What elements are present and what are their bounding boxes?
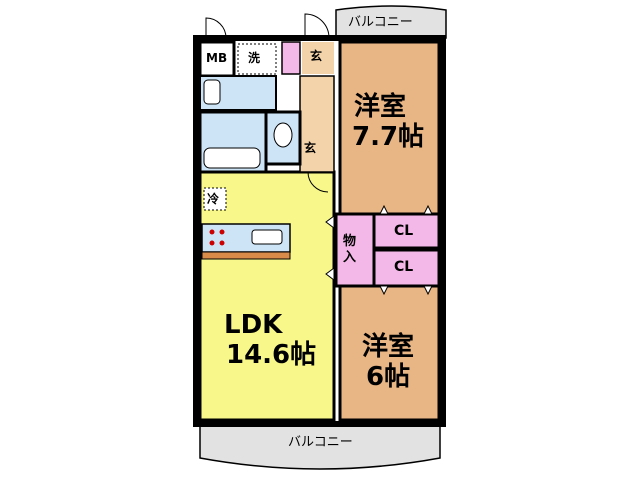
- ldk-name: LDK: [224, 310, 283, 340]
- stove-burner: [209, 240, 215, 246]
- western-room-bottom-name: 洋室: [362, 332, 415, 362]
- stove-burner: [209, 229, 215, 235]
- door-mark: [423, 204, 433, 215]
- kitchen-bar: [201, 251, 291, 260]
- room-ldk: [198, 170, 336, 422]
- door-swing-toilet: [205, 17, 227, 39]
- shoe-box: [281, 41, 301, 75]
- door-mark: [379, 204, 389, 215]
- door-mark: [379, 285, 389, 296]
- room-western-top: [338, 40, 441, 216]
- western-room-top-size: 7.7帖: [352, 122, 425, 152]
- bathtub: [203, 147, 261, 169]
- closet-bottom: [372, 248, 441, 288]
- western-room-bottom-size: 6帖: [366, 362, 411, 392]
- balcony-bottom: [199, 423, 441, 470]
- closet-top-label: CL: [394, 223, 414, 239]
- stove-burner: [219, 229, 225, 235]
- washer-label: 洗: [248, 51, 261, 65]
- entrance-label-side: 玄: [304, 141, 317, 155]
- balcony-bottom-label: バルコニー: [288, 435, 353, 450]
- mb-label: MB: [206, 51, 228, 65]
- sink: [203, 79, 221, 105]
- mb-closet: [198, 40, 236, 78]
- room-western-bottom: [338, 284, 441, 422]
- fridge-label: 冷: [207, 192, 220, 206]
- door-mark: [423, 285, 433, 296]
- balcony-top: [335, 5, 447, 39]
- toilet-room: [264, 110, 302, 166]
- washer-area: [237, 43, 277, 75]
- toilet-bowl: [273, 122, 293, 148]
- balcony-top-label: バルコニー: [348, 15, 413, 30]
- closet-bottom-label: CL: [394, 259, 414, 275]
- door-mark: [325, 215, 335, 229]
- western-room-top-name: 洋室: [354, 92, 407, 122]
- closet-top: [372, 212, 441, 250]
- stove-burner: [219, 240, 225, 246]
- genkan-entry: [302, 42, 334, 74]
- genkan: [299, 75, 335, 173]
- storage-label: 物入: [343, 234, 357, 265]
- door-mark: [325, 267, 335, 281]
- fridge-space: [203, 187, 227, 211]
- door-swing-entrance: [304, 13, 330, 39]
- kitchen-sink: [251, 229, 283, 245]
- door-swing-hall: [307, 171, 329, 193]
- ldk-size: 14.6帖: [226, 340, 317, 370]
- entrance-label-top: 玄: [310, 49, 323, 63]
